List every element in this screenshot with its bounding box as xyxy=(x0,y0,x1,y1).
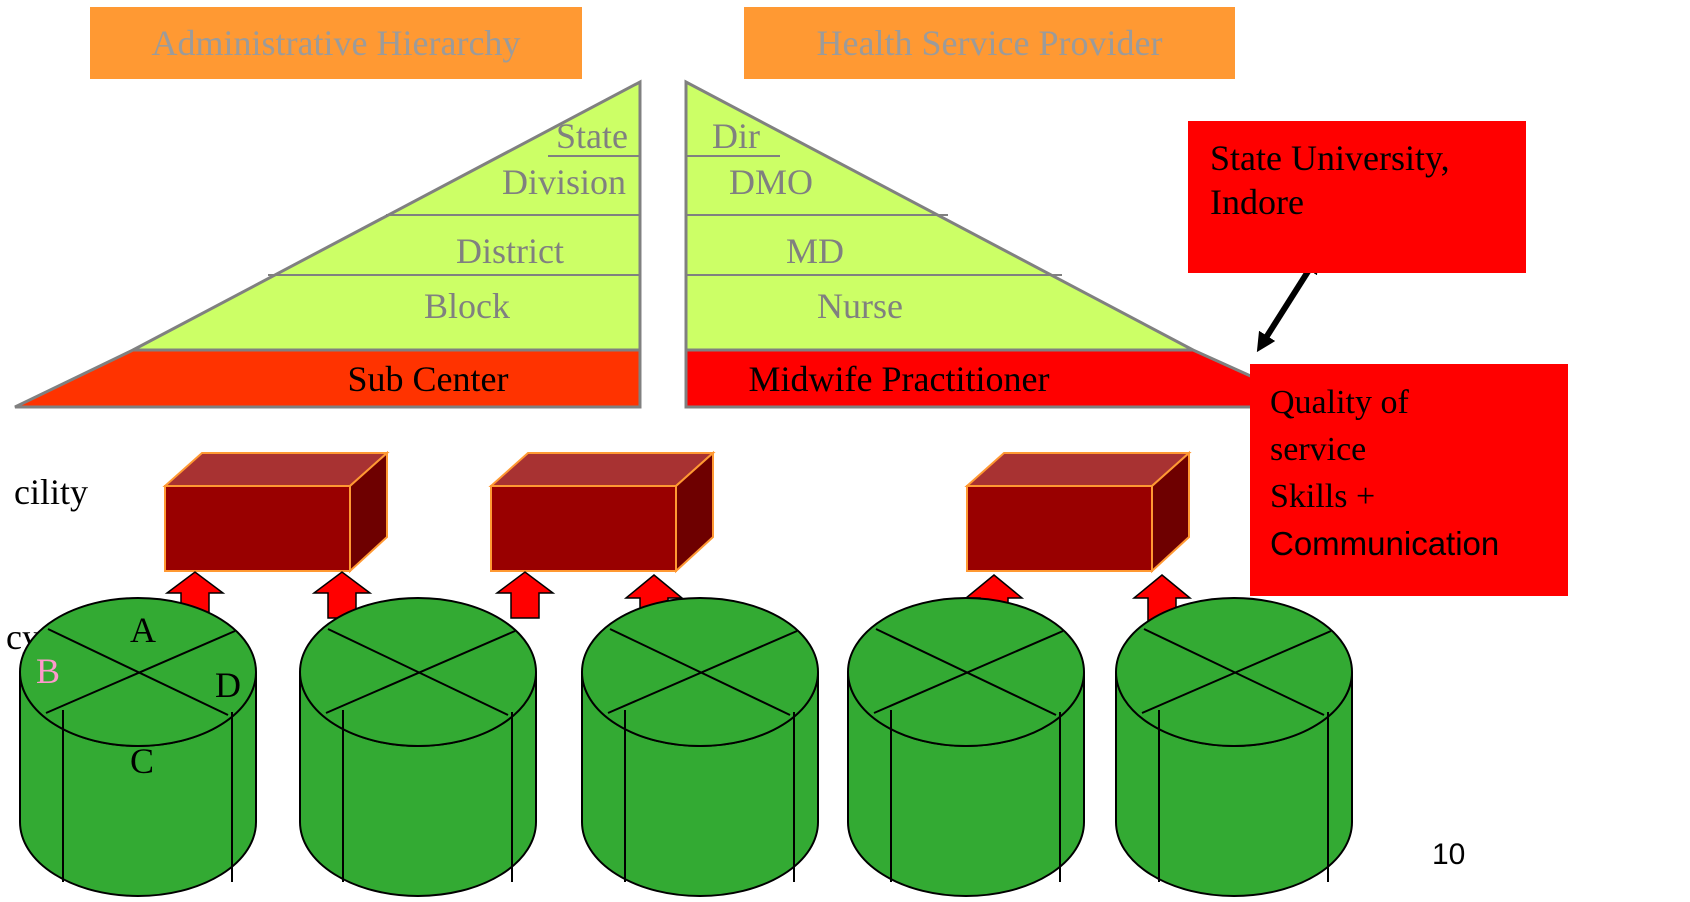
level-md: MD xyxy=(786,231,844,271)
cylinders xyxy=(19,597,1353,897)
level-dmo: DMO xyxy=(729,162,813,202)
admin-hierarchy-header: Administrative Hierarchy xyxy=(90,7,582,79)
quality-of-service-box: Quality of service Skills + Communicatio… xyxy=(1250,364,1568,596)
double-arrow xyxy=(1256,253,1320,353)
segment-d-label: D xyxy=(215,665,241,705)
facility-block xyxy=(964,450,1192,574)
state-university-box: State University, Indore xyxy=(1188,121,1526,273)
level-dir: Dir xyxy=(712,116,760,156)
cylinder xyxy=(581,597,819,897)
cylinder xyxy=(847,597,1085,897)
sub-center-label: Sub Center xyxy=(348,359,509,399)
provider-pyramid: Dir DMO MD Nurse Midwife Practitioner xyxy=(684,79,1257,409)
segment-c-label: C xyxy=(130,741,154,781)
level-division: Division xyxy=(502,162,626,202)
facility-label-fragment: cility xyxy=(14,472,88,512)
health-service-provider-header: Health Service Provider xyxy=(744,7,1235,79)
segment-b-label: B xyxy=(36,651,60,691)
midwife-practitioner-label: Midwife Practitioner xyxy=(749,359,1050,399)
cylinder xyxy=(299,597,537,897)
state-university-text: State University, Indore xyxy=(1210,138,1450,222)
quality-line: service xyxy=(1270,430,1367,468)
facility-block xyxy=(488,450,716,574)
level-block: Block xyxy=(424,286,510,326)
admin-pyramid: State Division District Block Sub Center xyxy=(14,79,642,409)
facility-block xyxy=(162,450,390,574)
admin-pyramid-base xyxy=(14,348,642,409)
segment-a-label: A xyxy=(130,610,156,650)
up-arrow xyxy=(494,571,556,619)
slide-number: 10 xyxy=(1432,838,1466,871)
quality-line: Quality of xyxy=(1270,384,1409,421)
quality-line: Skills + xyxy=(1270,477,1376,515)
quality-line: Communication xyxy=(1270,524,1500,562)
level-nurse: Nurse xyxy=(817,286,903,326)
level-district: District xyxy=(456,231,564,271)
cylinder xyxy=(19,597,257,897)
cylinder xyxy=(1115,597,1353,897)
facility-blocks xyxy=(162,450,1192,574)
level-state: State xyxy=(556,116,628,156)
